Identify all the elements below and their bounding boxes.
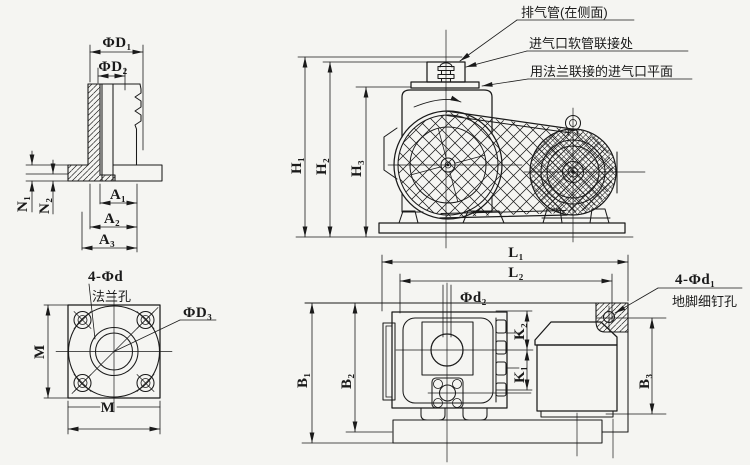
dim-b3: B₃ [595, 317, 667, 415]
dim-label-phi-d3: ΦD₃ [183, 305, 212, 321]
view-inlet-flange-face: 4-Φd 法兰孔 ΦD₃ M M [32, 269, 217, 435]
view-pump-top: L₁ L₂ Φd₂ K₂ K₁ B₁ [295, 245, 743, 463]
dim-label-h2: H₂ [314, 158, 330, 175]
baseplate-top [304, 302, 629, 444]
pump-body-top [382, 311, 508, 421]
centerlines [395, 282, 614, 463]
motor-top [534, 321, 618, 418]
pump-foot [398, 210, 419, 224]
callout-exhaust-pipe: 排气管(在侧面) [459, 5, 635, 62]
dim-m-bottom: M [67, 400, 161, 435]
view-inlet-port-section: ΦD₁ ΦD₂ N₁ N₂ A₁ A₂ [15, 35, 163, 253]
callout-hole-count-label: 4-Φd [88, 269, 123, 285]
centerlines [387, 29, 646, 249]
foot-tab [420, 407, 446, 421]
dim-phi-d2: ΦD₂ [97, 59, 127, 91]
callout-anchor-name-label: 地脚细钉孔 [672, 294, 737, 309]
callout-hole-name-label: 法兰孔 [92, 289, 131, 304]
dim-label-n1: N₁ [15, 196, 31, 212]
callout-phi-d3: ΦD₃ [113, 305, 217, 352]
dim-label-b2: B₂ [339, 373, 355, 389]
callouts: 排气管(在侧面) 进气口软管联接处 用法兰联接的进气口平面 [459, 5, 693, 87]
dim-label-b3: B₃ [637, 373, 653, 389]
callout-flange-plane: 用法兰联接的进气口平面 [481, 64, 693, 87]
hose-barb-profile [134, 83, 142, 166]
dim-label-phi-d2: ΦD₂ [98, 59, 127, 75]
dim-label-a2: A₂ [104, 211, 120, 227]
callout-flange-plane-label: 用法兰联接的进气口平面 [530, 64, 673, 79]
dim-label-k2: K₂ [512, 323, 528, 340]
callout-anchor-holes: 4-Φd₁ 地脚细钉孔 [614, 272, 743, 314]
dim-l1: L₁ [381, 245, 629, 312]
dim-label-a1: A₁ [110, 187, 126, 203]
callout-hose-joint: 进气口软管联接处 [465, 36, 689, 68]
rotation-arrow [413, 95, 462, 108]
dim-label-k1: K₁ [512, 366, 528, 383]
dim-m-left: M [32, 304, 69, 399]
callout-flange-holes: 4-Φd 法兰孔 [88, 269, 131, 340]
dim-label-b1: B₁ [295, 372, 311, 388]
dim-l2: L₂ [399, 265, 613, 323]
dim-label-m-bottom: M [101, 400, 116, 416]
dim-label-phi-d2-small: Φd₂ [460, 290, 487, 306]
dim-label-phi-d1: ΦD₁ [102, 35, 131, 51]
handle [382, 322, 396, 401]
centerlines [55, 292, 173, 413]
bolt-hole [136, 373, 155, 393]
foot-tab [462, 407, 488, 421]
dim-label-m-left: M [32, 344, 48, 359]
view-pump-side-elevation: H₁ H₂ H₃ 排气管(在侧面) 进气口软管联接处 用法兰联接的进气口平面 [289, 5, 693, 249]
callout-exhaust-pipe-label: 排气管(在侧面) [521, 5, 608, 20]
dim-a1-a2-a3: A₁ A₂ A₃ [81, 183, 138, 253]
dim-label-l1: L₁ [508, 245, 524, 261]
inlet-flange-plate [410, 81, 480, 89]
dim-label-l2: L₂ [508, 265, 524, 281]
section-body [67, 83, 163, 182]
callout-hose-joint-label: 进气口软管联接处 [529, 36, 633, 51]
diagonal-centerline [71, 307, 159, 394]
dim-label-h3: H₃ [349, 160, 365, 177]
dim-k1-k2: K₂ K₁ [495, 310, 533, 391]
rib-edge [495, 317, 507, 403]
dim-n1-n2: N₁ N₂ [15, 150, 69, 215]
dim-label-h1: H₁ [289, 157, 305, 174]
flange-foot [112, 164, 163, 182]
callout-phi-d2: Φd₂ [442, 284, 487, 338]
dim-phi-d1: ΦD₁ [89, 35, 144, 151]
bolt-hole [73, 310, 92, 330]
callout-anchor-count-label: 4-Φd₁ [675, 272, 715, 288]
belt-guard-mesh [398, 112, 613, 217]
dim-b1-b2: B₁ B₂ [295, 302, 394, 444]
dim-h1-h2-h3: H₁ H₂ H₃ [289, 56, 463, 238]
baseplate-side [378, 222, 626, 234]
dim-label-n2: N₂ [37, 198, 53, 214]
side-port [383, 127, 398, 180]
dim-label-a3: A₃ [99, 232, 115, 248]
